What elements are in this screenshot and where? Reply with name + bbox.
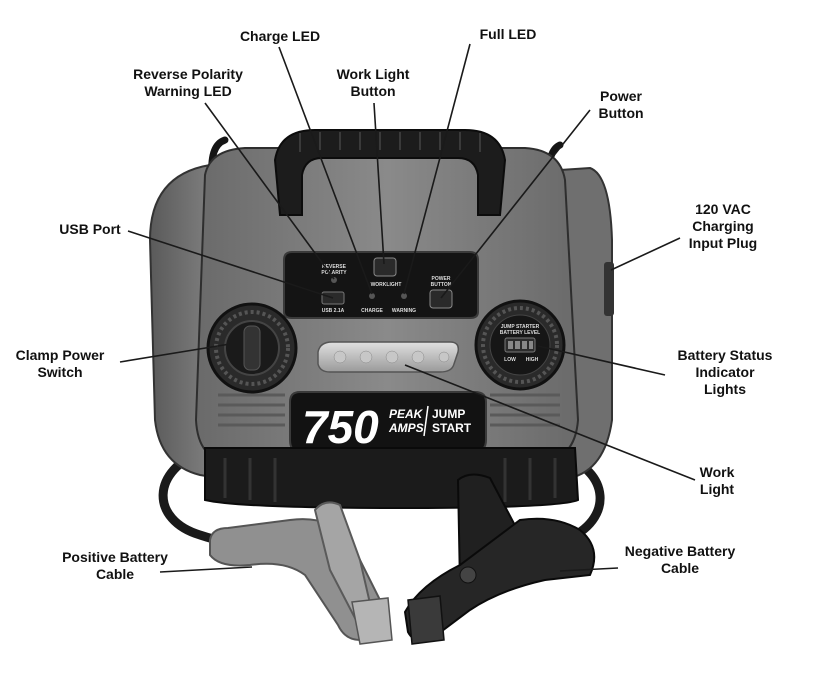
leader-clamp-switch <box>119 343 231 363</box>
label-positive-cable-line1: Positive Battery <box>62 549 168 565</box>
peak-text: PEAK <box>389 407 424 421</box>
leader-reverse-polarity <box>204 102 335 280</box>
label-negative-cable: Negative Battery Cable <box>610 543 750 577</box>
base-ribs <box>223 458 557 502</box>
negative-clamp <box>403 473 596 645</box>
label-negative-cable-line1: Negative Battery <box>624 543 736 559</box>
rubber-base <box>204 447 580 510</box>
charge-led <box>369 293 375 299</box>
right-vents <box>490 393 560 427</box>
work-light-leds <box>333 350 450 364</box>
panel-warning-text: WARNING <box>392 308 416 314</box>
panel-power-text-1: POWER <box>432 276 451 282</box>
jump-text: JUMP <box>432 407 465 421</box>
power-btn-shape <box>429 289 453 309</box>
full-led <box>401 293 407 299</box>
label-usb-port: USB Port <box>35 221 145 238</box>
label-clamp-power-switch-line2: Switch <box>37 364 83 380</box>
label-charging-input: 120 VAC Charging Input Plug <box>662 201 784 252</box>
label-charging-input-line2: Charging <box>692 218 754 234</box>
carry-handle <box>273 129 507 216</box>
label-work-light-line2: Light <box>699 481 735 497</box>
label-work-light-button: Work Light Button <box>313 66 433 100</box>
label-battery-status-line1: Battery Status <box>677 347 773 363</box>
leader-charge-led <box>278 46 373 295</box>
label-work-light-button-line1: Work Light <box>336 66 410 82</box>
leader-power-button <box>440 109 591 299</box>
label-full-led: Full LED <box>448 26 568 43</box>
leader-full-led <box>403 43 471 295</box>
label-clamp-power-switch: Clamp Power Switch <box>5 347 115 381</box>
positive-clamp <box>209 501 393 645</box>
panel-usb-text: USB 2.1A <box>322 308 345 314</box>
label-power-button-line2: Button <box>598 105 644 121</box>
label-battery-status-line2: Indicator <box>695 364 755 380</box>
panel-reverse-text-2: POLARITY <box>321 270 347 276</box>
label-charge-led-text: Charge LED <box>239 28 321 44</box>
leader-work-light <box>404 364 696 481</box>
label-power-button: Power Button <box>561 88 681 122</box>
amp-number: 750 <box>302 401 379 453</box>
label-power-button-line1: Power <box>599 88 642 104</box>
battery-level-leds <box>508 341 533 349</box>
label-positive-cable: Positive Battery Cable <box>45 549 185 583</box>
panel-worklight-text: WORKLIGHT <box>371 282 402 288</box>
label-work-light-line1: Work <box>699 464 735 480</box>
leader-work-light-button <box>373 102 385 265</box>
reverse-polarity-led <box>331 277 337 283</box>
label-battery-status: Battery Status Indicator Lights <box>660 347 790 398</box>
label-charging-input-line1: 120 VAC <box>695 201 751 217</box>
battery-title-2: BATTERY LEVEL <box>500 330 540 336</box>
label-reverse-polarity: Reverse Polarity Warning LED <box>108 66 268 100</box>
leader-negative-cable <box>559 567 619 572</box>
panel-power-text-2: BUTTON <box>431 282 452 288</box>
panel-reverse-text-1: REVERSE <box>322 264 347 270</box>
charging-input-cap <box>604 262 614 316</box>
clamp-switch-grip <box>243 325 261 371</box>
label-reverse-polarity-line1: Reverse Polarity <box>133 66 243 82</box>
label-positive-cable-line2: Cable <box>95 566 135 582</box>
battery-high-text: HIGH <box>526 357 539 363</box>
leader-positive-cable <box>159 566 253 573</box>
label-usb-port-text: USB Port <box>59 221 121 237</box>
label-work-light-button-line2: Button <box>350 83 396 99</box>
label-charging-input-line3: Input Plug <box>688 235 758 251</box>
clamp-switch-ring <box>214 310 290 386</box>
leader-battery-status <box>537 345 666 376</box>
leader-usb-port <box>127 230 334 299</box>
work-light-btn-shape <box>373 257 397 277</box>
handle-grip-ribs <box>299 132 481 152</box>
label-full-led-text: Full LED <box>479 26 537 42</box>
battery-low-text: LOW <box>504 357 516 363</box>
left-vents <box>218 393 285 427</box>
badge-divider <box>423 405 429 437</box>
label-battery-status-line3: Lights <box>704 381 746 397</box>
label-work-light: Work Light <box>672 464 762 498</box>
label-clamp-power-switch-line1: Clamp Power <box>15 347 105 363</box>
label-charge-led: Charge LED <box>220 28 340 45</box>
battery-dial-ring <box>481 306 559 384</box>
leader-charging-input <box>610 237 681 271</box>
panel-charge-text: CHARGE <box>361 308 383 314</box>
amps-text: AMPS <box>388 421 424 435</box>
label-negative-cable-line2: Cable <box>660 560 700 576</box>
start-text: START <box>432 421 472 435</box>
battery-title-1: JUMP STARTER <box>501 324 540 330</box>
label-reverse-polarity-line2: Warning LED <box>144 83 232 99</box>
leader-lines <box>119 43 696 573</box>
